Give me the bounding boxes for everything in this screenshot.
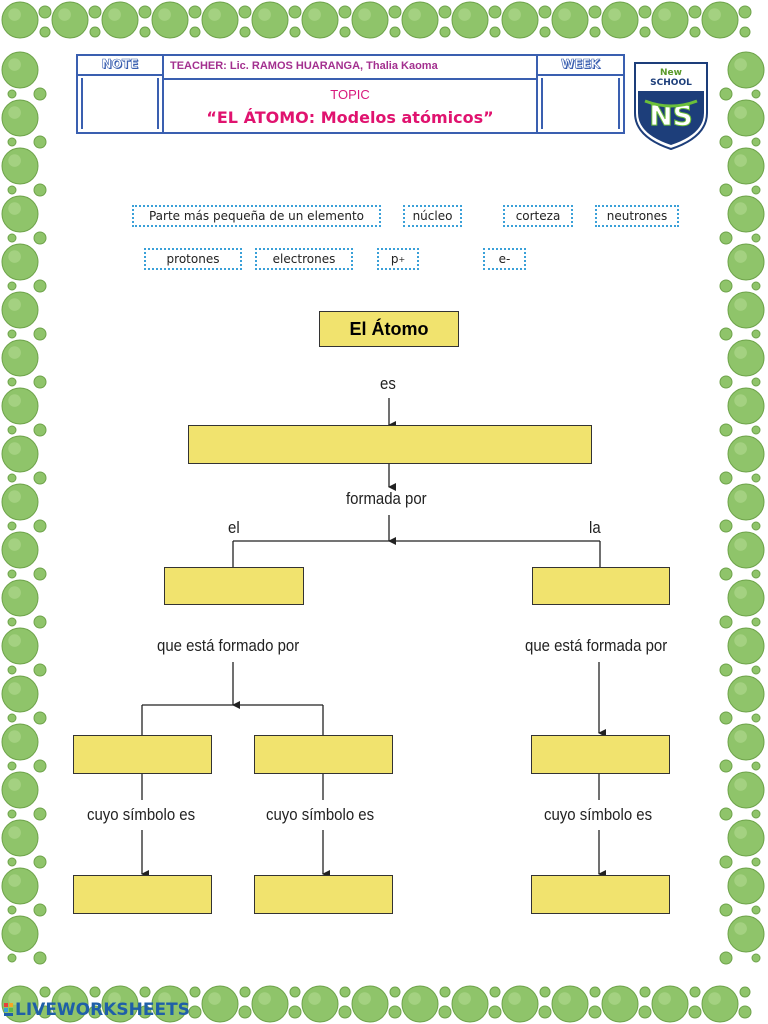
link-label-el: el	[228, 518, 240, 537]
watermark-text: LIVEWORKSHEETS	[15, 1000, 190, 1020]
answer-box-left[interactable]	[164, 567, 304, 605]
school-logo: New SCHOOL NS	[634, 62, 708, 151]
root-concept-box: El Átomo	[319, 311, 459, 347]
link-label-es: es	[380, 374, 396, 393]
word-chip-electrones[interactable]: electrones	[255, 248, 353, 270]
answer-box-definition[interactable]	[188, 425, 592, 464]
word-chip-proton-symbol[interactable]: p+	[377, 248, 419, 270]
note-label: NOTE	[101, 57, 139, 72]
link-label-formado-por: que está formado por	[157, 636, 300, 655]
teacher-name: TEACHER: Lic. RAMOS HUARANGA, Thalia Kao…	[170, 60, 438, 72]
svg-text:SCHOOL: SCHOOL	[650, 78, 692, 88]
liveworksheets-watermark: LIVEWORKSHEETS	[4, 1000, 190, 1020]
answer-box-left-b[interactable]	[254, 735, 393, 774]
word-chip-electron-symbol[interactable]: e-	[483, 248, 526, 270]
link-label-formada-por: formada por	[346, 489, 427, 508]
answer-box-symbol-left-b[interactable]	[254, 875, 393, 914]
week-cell: WEEK	[538, 56, 623, 132]
worksheet-header: NOTE TEACHER: Lic. RAMOS HUARANGA, Thali…	[76, 54, 625, 134]
word-chip-nucleo[interactable]: núcleo	[403, 205, 462, 227]
link-label-formada-por-right: que está formada por	[525, 636, 668, 655]
answer-box-symbol-left-a[interactable]	[73, 875, 212, 914]
link-label-simbolo-2: cuyo símbolo es	[266, 805, 375, 824]
svg-text:New: New	[660, 68, 682, 78]
word-chip-neutrones[interactable]: neutrones	[595, 205, 679, 227]
link-label-simbolo-1: cuyo símbolo es	[87, 805, 196, 824]
answer-box-left-a[interactable]	[73, 735, 212, 774]
word-chip-protones[interactable]: protones	[144, 248, 242, 270]
week-label: WEEK	[561, 57, 601, 72]
link-label-simbolo-3: cuyo símbolo es	[544, 805, 653, 824]
liveworksheets-icon	[4, 1003, 13, 1016]
link-label-la: la	[589, 518, 601, 537]
word-chip-corteza[interactable]: corteza	[503, 205, 573, 227]
note-cell: NOTE	[78, 56, 164, 132]
word-chip-definition[interactable]: Parte más pequeña de un elemento	[132, 205, 381, 227]
teacher-topic-cell: TEACHER: Lic. RAMOS HUARANGA, Thalia Kao…	[164, 56, 538, 132]
topic-label: TOPIC	[330, 87, 370, 102]
answer-box-right[interactable]	[532, 567, 670, 605]
answer-box-right-a[interactable]	[531, 735, 670, 774]
worksheet-title: “EL ÁTOMO: Modelos atómicos”	[206, 108, 494, 127]
answer-box-symbol-right[interactable]	[531, 875, 670, 914]
